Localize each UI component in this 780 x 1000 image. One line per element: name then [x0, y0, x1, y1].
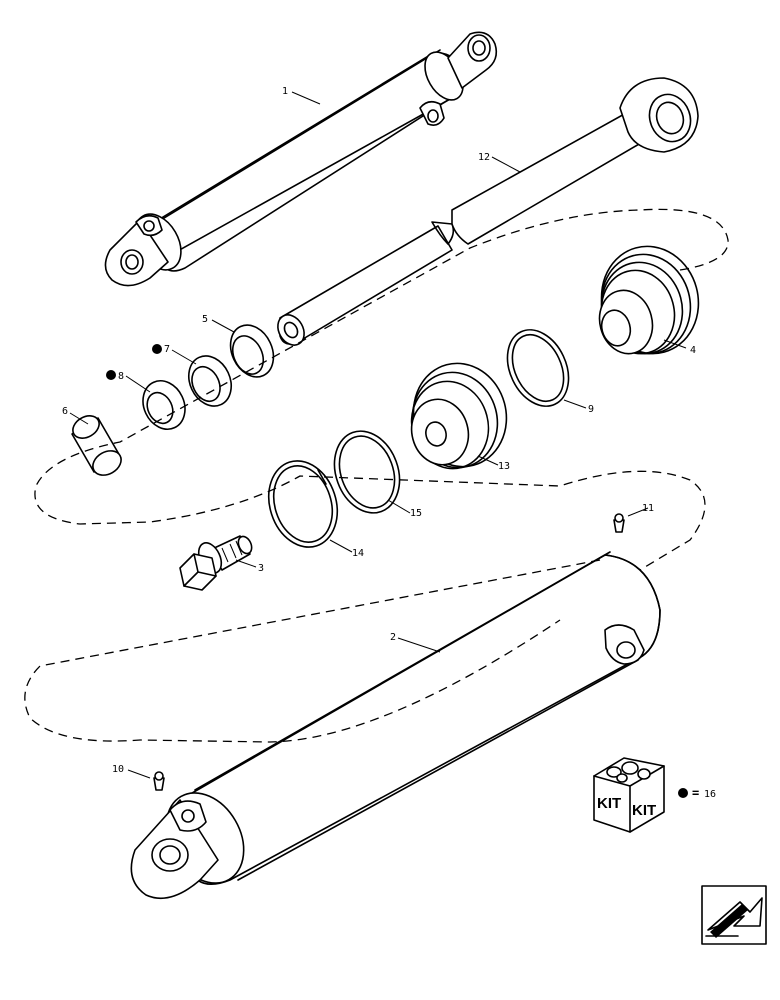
- part-5-seal: [229, 324, 275, 378]
- callout-7: 7: [164, 344, 170, 355]
- part-13-piston: [410, 362, 508, 470]
- assembly-path-upper: [34, 208, 729, 571]
- part-6-bushing: [71, 415, 122, 476]
- callout-2: 2: [390, 632, 396, 643]
- part-3-bolt: [179, 535, 253, 591]
- callout-4: 4: [690, 345, 696, 356]
- part-4-piston-head: [598, 245, 700, 355]
- kit-legend: = 16: [678, 786, 716, 800]
- callout-12: 12: [478, 152, 490, 163]
- callout-11: 11: [642, 503, 654, 514]
- part-14-wear-ring: [267, 460, 339, 548]
- part-11-grease-fitting: [613, 513, 625, 533]
- callout-15: 15: [410, 508, 422, 519]
- leader-lines: [69, 91, 687, 779]
- callout-10: 10: [112, 764, 124, 775]
- callout-9: 9: [588, 404, 594, 415]
- next-page-arrow-icon[interactable]: [701, 885, 767, 945]
- callout-3: 3: [258, 563, 264, 574]
- callout-8: 8: [118, 371, 124, 382]
- kit-label-right: KIT: [632, 802, 656, 819]
- part-9-o-ring: [506, 329, 570, 407]
- callout-6: 6: [62, 406, 68, 417]
- kit-box-icon: KIT KIT: [593, 757, 665, 833]
- part-12-piston-rod: [277, 77, 699, 346]
- callout-1: 1: [282, 86, 288, 97]
- callout-13: 13: [498, 461, 510, 472]
- callout-5: 5: [202, 314, 208, 325]
- black-dot-icon: [152, 344, 162, 354]
- kit-label-left: KIT: [597, 795, 621, 812]
- part-15-ring: [333, 430, 401, 514]
- black-dot-icon: [678, 788, 688, 798]
- part-8-seal: [142, 380, 186, 430]
- assembly-path-lower: [24, 559, 601, 743]
- callout-labels: 1 2 3 4 5 6 7 8 9 10 11 12 13 14 15: [62, 86, 696, 775]
- kit-legend-ref: 16: [704, 789, 716, 800]
- part-7-seal: [188, 355, 232, 407]
- black-dot-icon: [106, 370, 116, 380]
- part-10-grease-fitting: [153, 771, 165, 791]
- part-2-cylinder-tube: [130, 551, 661, 899]
- kit-legend-equals: =: [692, 786, 699, 800]
- part-1-cylinder-barrel: [104, 31, 498, 287]
- callout-14: 14: [352, 548, 364, 559]
